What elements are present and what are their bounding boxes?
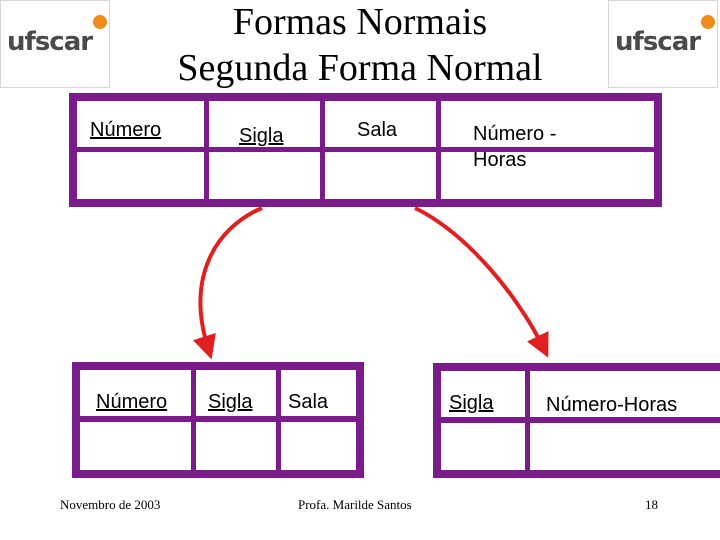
slide-title-line2: Segunda Forma Normal (177, 47, 543, 89)
logo-right-text: ufscar (615, 27, 701, 57)
table-top-header-numero: Número (90, 119, 162, 141)
table-top (69, 93, 662, 207)
logo-left: ufscar (0, 0, 110, 88)
logo-left-dot (93, 15, 107, 29)
table-top-cell (209, 152, 320, 199)
table-bottom-left-header-sigla: Sigla (208, 391, 253, 413)
arrow-left (192, 206, 263, 360)
table-bottom-left (72, 362, 364, 478)
table-bottom-right-cell (441, 371, 525, 417)
slide-title-line1: Formas Normais (232, 1, 488, 43)
logo-right-dot (701, 15, 715, 29)
table-bottom-right (433, 363, 720, 478)
logo-right: ufscar (608, 0, 718, 88)
table-bottom-left-header-sala: Sala (288, 391, 329, 413)
table-bottom-left-cell (80, 370, 191, 416)
table-top-header-numero-horas-2: Horas (473, 149, 527, 171)
table-bottom-right-cell (530, 423, 720, 470)
table-top-cell (441, 101, 654, 147)
table-bottom-left-header-numero: Número (96, 391, 168, 413)
table-bottom-right-cell (530, 371, 720, 417)
table-bottom-left-cell (80, 422, 191, 470)
table-top-cell (325, 152, 436, 199)
arrow-right (414, 206, 549, 358)
footer-author: Profa. Marilde Santos (298, 497, 412, 512)
table-top-header-sala: Sala (357, 119, 398, 141)
table-top-cell (77, 152, 204, 199)
table-top-header-numero-horas-1: Número - (473, 123, 557, 145)
table-bottom-left-cell (281, 370, 356, 416)
table-bottom-left-cell (196, 422, 276, 470)
table-top-cell (77, 101, 204, 147)
table-top-cell (441, 152, 654, 199)
table-bottom-left-cell (281, 422, 356, 470)
footer-date: Novembro de 2003 (60, 497, 161, 512)
table-top-cell (325, 101, 436, 147)
table-bottom-right-header-numero-horas: Número-Horas (546, 394, 678, 416)
table-top-cell (209, 101, 320, 147)
table-bottom-right-header-sigla: Sigla (449, 392, 494, 414)
logo-left-text: ufscar (7, 27, 93, 57)
table-bottom-left-cell (196, 370, 276, 416)
table-top-header-sigla: Sigla (239, 125, 284, 147)
table-bottom-right-cell (441, 423, 525, 470)
footer-page-number: 18 (645, 497, 658, 512)
